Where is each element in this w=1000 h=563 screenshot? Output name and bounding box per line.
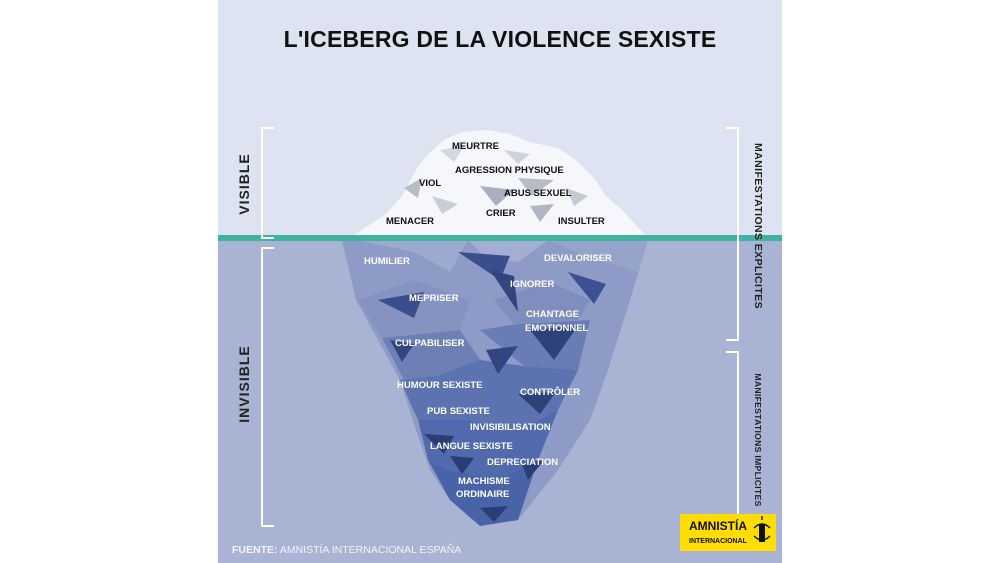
item-ordinaire: ORDINAIRE [456, 489, 509, 500]
item-abus-sexuel: ABUS SEXUEL [504, 188, 572, 199]
item-humour-sexiste: HUMOUR SEXISTE [397, 380, 483, 391]
visible-items: MEURTRE AGRESSION PHYSIQUE VIOL ABUS SEX… [386, 141, 605, 227]
label-invisible: INVISIBLE [236, 345, 252, 422]
item-ignorer: IGNORER [510, 279, 554, 290]
source-prefix: FUENTE: [232, 544, 278, 556]
source-text: AMNISTÍA INTERNACIONAL ESPAÑA [280, 543, 461, 556]
item-invisibilisation: INVISIBILISATION [470, 422, 551, 433]
explicit-bracket [726, 127, 739, 341]
iceberg-infographic: L'ICEBERG DE LA VIOLENCE SEXISTE [218, 0, 782, 563]
item-mepriser: MEPRISER [409, 293, 459, 304]
iceberg-diagram: L'ICEBERG DE LA VIOLENCE SEXISTE [218, 0, 782, 563]
item-viol: VIOL [419, 178, 441, 189]
left-brackets [261, 127, 274, 527]
item-culpabiliser: CULPABILISER [395, 338, 465, 349]
label-explicit: MANIFESTATIONS EXPLICITES [752, 143, 764, 309]
item-crier: CRIER [486, 208, 516, 219]
iceberg-tip [350, 130, 648, 238]
invisible-items: HUMILIER DEVALORISER IGNORER MEPRISER CH… [364, 253, 612, 500]
label-visible: VISIBLE [236, 153, 252, 214]
item-menacer: MENACER [386, 216, 434, 227]
amnesty-logo: AMNISTÍA INTERNACIONAL [680, 514, 776, 551]
invisible-bracket [261, 247, 274, 527]
item-langue-sexiste: LANGUE SEXISTE [430, 441, 513, 452]
source-credit: FUENTE: AMNISTÍA INTERNACIONAL ESPAÑA [232, 543, 461, 556]
label-implicit: MANIFESTATIONS IMPLICITES [753, 373, 763, 506]
item-devaloriser: DEVALORISER [544, 253, 612, 264]
item-meurtre: MEURTRE [452, 141, 499, 152]
logo-line2: INTERNACIONAL [689, 538, 748, 545]
item-depreciation: DEPRECIATION [487, 457, 558, 468]
item-controler: CONTRÔLER [520, 386, 580, 398]
logo-line1: AMNISTÍA [689, 518, 747, 533]
item-pub-sexiste: PUB SEXISTE [427, 406, 490, 417]
item-chantage: CHANTAGE [526, 309, 579, 320]
visible-bracket [261, 127, 274, 239]
item-humilier: HUMILIER [364, 256, 410, 267]
page-title: L'ICEBERG DE LA VIOLENCE SEXISTE [284, 26, 717, 52]
candle-icon [753, 516, 771, 542]
iceberg-underwater [342, 240, 648, 526]
water-line [218, 235, 782, 241]
item-emotionnel: EMOTIONNEL [525, 323, 589, 334]
item-insulter: INSULTER [558, 216, 605, 227]
item-agression-physique: AGRESSION PHYSIQUE [455, 165, 564, 176]
item-machisme: MACHISME [458, 476, 510, 487]
